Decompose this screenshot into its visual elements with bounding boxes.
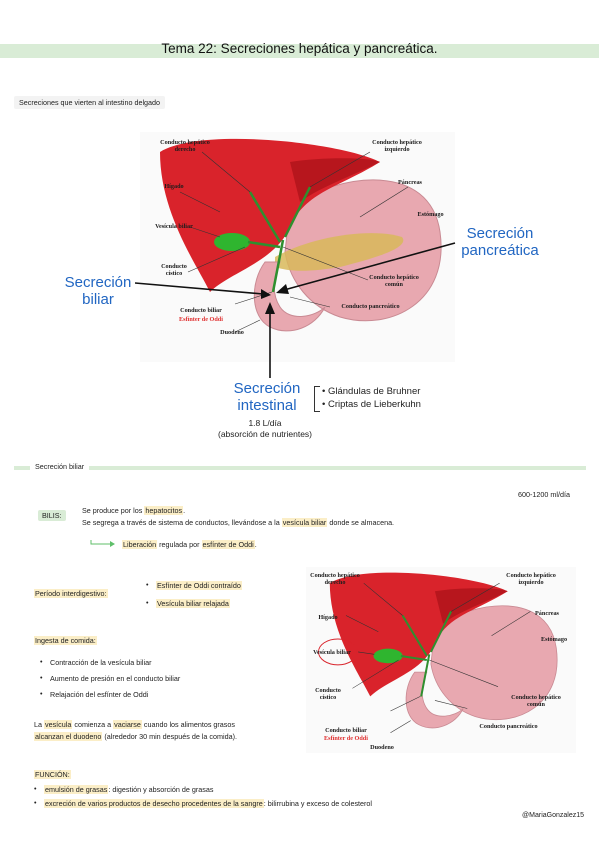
vaciado-line-1: La vesícula comienza a vaciarse cuando l… — [34, 720, 235, 729]
label2-estomago: Estómago — [540, 636, 568, 643]
gland-1: • Glándulas de Bruhner — [322, 386, 421, 397]
label-hepatico-izquierdo: Conducto hepático izquierdo — [372, 139, 422, 153]
label-esfinter: Esfínter de Oddi — [179, 316, 223, 323]
ingesta-item: Aumento de presión en el conducto biliar — [40, 674, 180, 682]
funcion-list: emulsión de grasas: digestión y absorció… — [34, 785, 372, 816]
funcion-label: FUNCIÓN: — [34, 770, 71, 779]
label-estomago: Estómago — [417, 211, 444, 218]
volume-label: 1.8 L/día — [248, 418, 282, 428]
label2-esfinter: Esfínter de Oddi — [324, 735, 368, 742]
label-pancreas: Páncreas — [398, 179, 422, 186]
section-title: Secreción biliar — [30, 462, 90, 471]
label2-hepatico-comun: Conducto hepático común — [511, 694, 561, 708]
rate-label: 600-1200 ml/día — [518, 490, 570, 499]
gland-2: • Criptas de Lieberkuhn — [322, 399, 421, 410]
author-handle: @MariaGonzalez15 — [522, 812, 584, 819]
periodo-label: Período interdigestivo: — [34, 589, 108, 598]
label-higado: Hígado — [164, 183, 184, 190]
figure-anatomy-top: Conducto hepático derecho Conducto hepát… — [140, 132, 455, 362]
gland-bracket — [314, 386, 320, 412]
figure-anatomy-bottom: Conducto hepático derecho Conducto hepát… — [306, 567, 576, 753]
ingesta-item: Relajación del esfínter de Oddi — [40, 690, 180, 698]
bilis-line-1: Se produce por los hepatocitos. — [82, 506, 186, 515]
label2-vesicula: Vesícula biliar — [313, 649, 351, 656]
arrow-pancreatica — [276, 242, 456, 294]
arrow-biliar — [135, 282, 271, 299]
label2-duodeno: Duodeno — [370, 744, 394, 751]
secrecion-pancreatica-label: Secreción pancreática — [461, 225, 539, 259]
volume-note: (absorción de nutrientes) — [217, 429, 313, 439]
title-bar — [0, 44, 599, 58]
label-hepatico-derecho: Conducto hepático derecho — [160, 139, 210, 153]
periodo-list: Esfínter de Oddi contraído Vesícula bili… — [146, 580, 242, 617]
arrow-right-icon — [90, 540, 115, 547]
anatomy-illustration-2 — [317, 572, 558, 734]
vaciado-line-2: alcanzan el duodeno (alrededor 30 min de… — [34, 732, 237, 741]
label2-cistico: Conducto cístico — [315, 687, 341, 701]
label2-pancreatico: Conducto pancreático — [479, 723, 538, 730]
label-conducto-biliar: Conducto biliar — [180, 307, 222, 314]
label-cistico: Conducto cístico — [161, 263, 187, 277]
secrecion-intestinal-label: Secreción intestinal — [233, 380, 301, 414]
funcion-item: excreción de varios productos de desecho… — [34, 799, 372, 809]
arrow-intestinal — [265, 302, 275, 378]
label2-conducto-biliar: Conducto biliar — [325, 727, 367, 734]
label2-pancreas: Páncreas — [535, 610, 559, 617]
bilis-line-2: Se segrega a través de sistema de conduc… — [82, 518, 395, 527]
periodo-item: Vesícula biliar relajada — [146, 598, 242, 608]
page-title: Tema 22: Secreciones hepática y pancreát… — [161, 41, 438, 56]
label-duodeno: Duodeno — [220, 329, 244, 336]
label2-hepatico-izquierdo: Conducto hepático izquierdo — [506, 572, 556, 586]
section-bar — [14, 466, 586, 470]
liberacion-line: Liberación regulada por esfínter de Oddi… — [122, 540, 257, 549]
periodo-item: Esfínter de Oddi contraído — [146, 580, 242, 590]
ingesta-label: Ingesta de comida: — [34, 636, 97, 645]
bilis-tag: BILIS: — [38, 510, 66, 521]
anatomy-illustration — [160, 138, 442, 333]
secrecion-biliar-label: Secreción biliar — [64, 274, 132, 308]
label-hepatico-comun: Conducto hepático común — [369, 274, 419, 288]
intro-label: Secreciones que vierten al intestino del… — [14, 96, 166, 109]
label2-hepatico-derecho: Conducto hepático derecho — [310, 572, 360, 586]
ingesta-item: Contracción de la vesícula biliar — [40, 658, 180, 666]
label-vesicula: Vesícula biliar — [155, 223, 193, 230]
funcion-item: emulsión de grasas: digestión y absorció… — [34, 785, 372, 794]
ingesta-list: Contracción de la vesícula biliar Aument… — [40, 658, 180, 708]
label2-higado: Hígado — [318, 614, 338, 621]
label-pancreatico: Conducto pancreático — [341, 303, 400, 310]
